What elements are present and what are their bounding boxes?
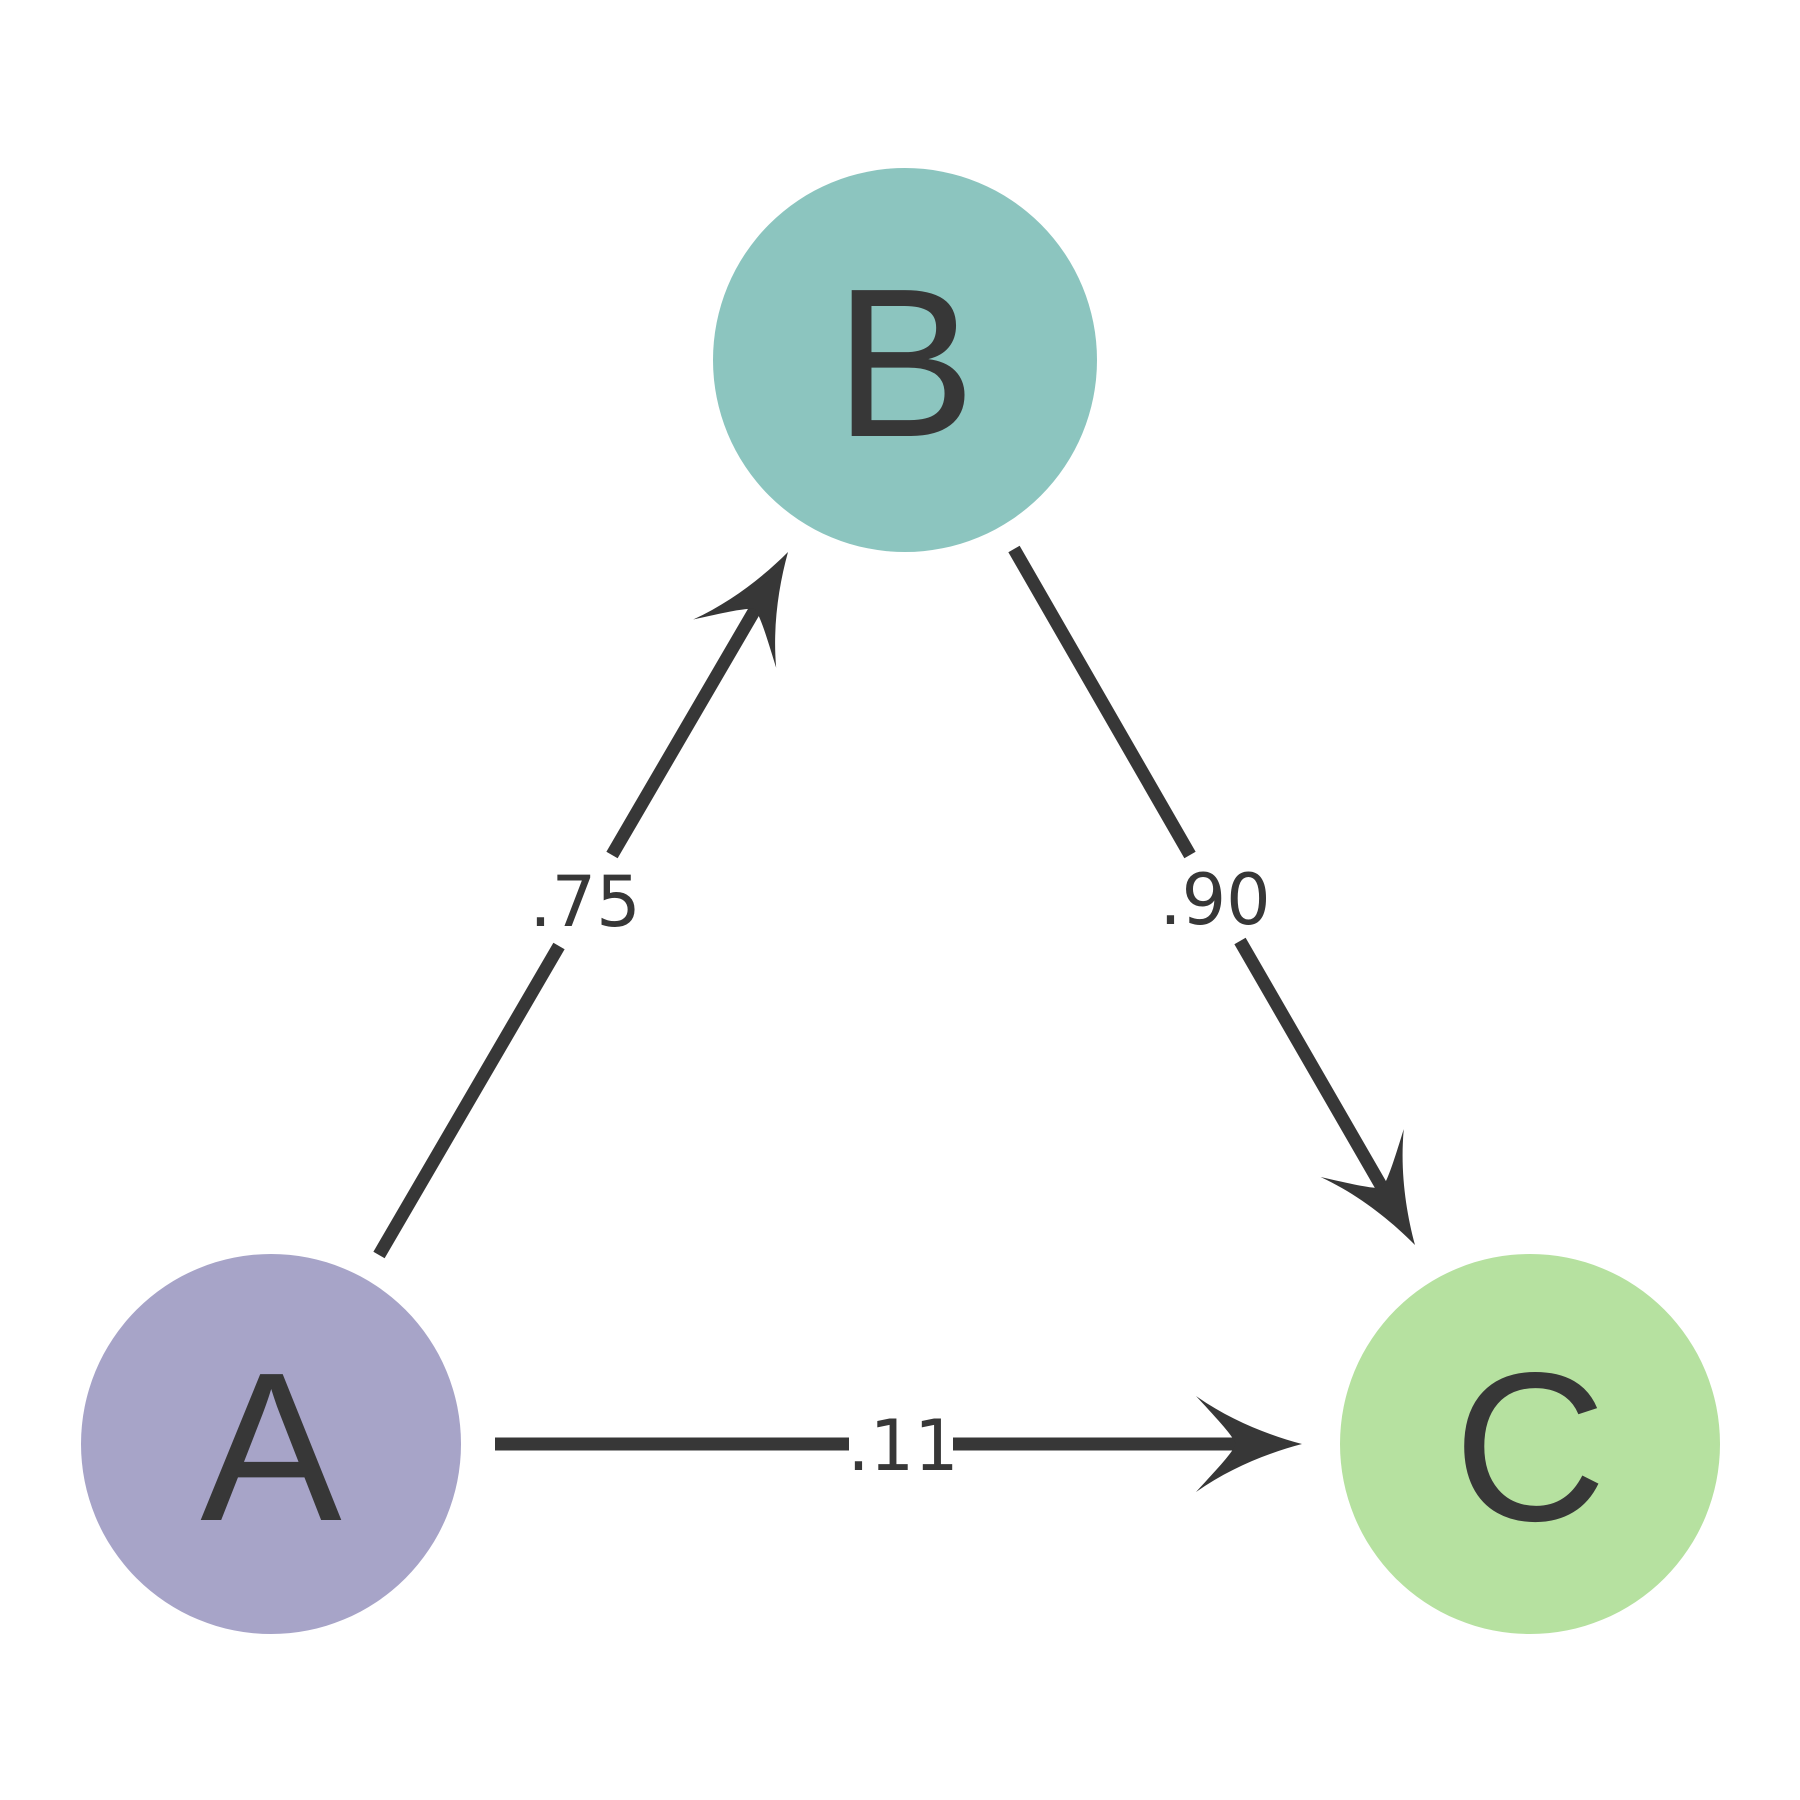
node-c-label: C [1453,1328,1606,1565]
arrowhead-icon [1320,1129,1415,1245]
node-a-circle [81,1254,461,1634]
node-b-label: B [834,244,975,481]
arrowhead-icon [693,552,788,668]
arrowhead-icon [1196,1396,1302,1492]
node-c: C [1340,1254,1720,1634]
node-a: A [81,1254,461,1634]
node-a-label: A [200,1328,341,1565]
edge-a-c: .11 [495,1396,1302,1492]
edge-a-b-weight: .75 [529,861,640,943]
node-c-circle [1340,1254,1720,1634]
edge-b-c-segment-upper [1008,545,1196,859]
node-b-circle [713,168,1097,552]
edge-a-c-weight: .11 [847,1405,958,1487]
edge-b-c-weight: .90 [1159,859,1270,941]
edge-a-b-segment-lower [373,942,565,1259]
node-b: B [713,168,1097,552]
edge-a-b-segment-upper [606,604,762,859]
edge-b-c-segment-lower [1234,937,1389,1193]
edge-b-c: .90 [1008,545,1415,1245]
edge-a-b: .75 [373,552,788,1259]
